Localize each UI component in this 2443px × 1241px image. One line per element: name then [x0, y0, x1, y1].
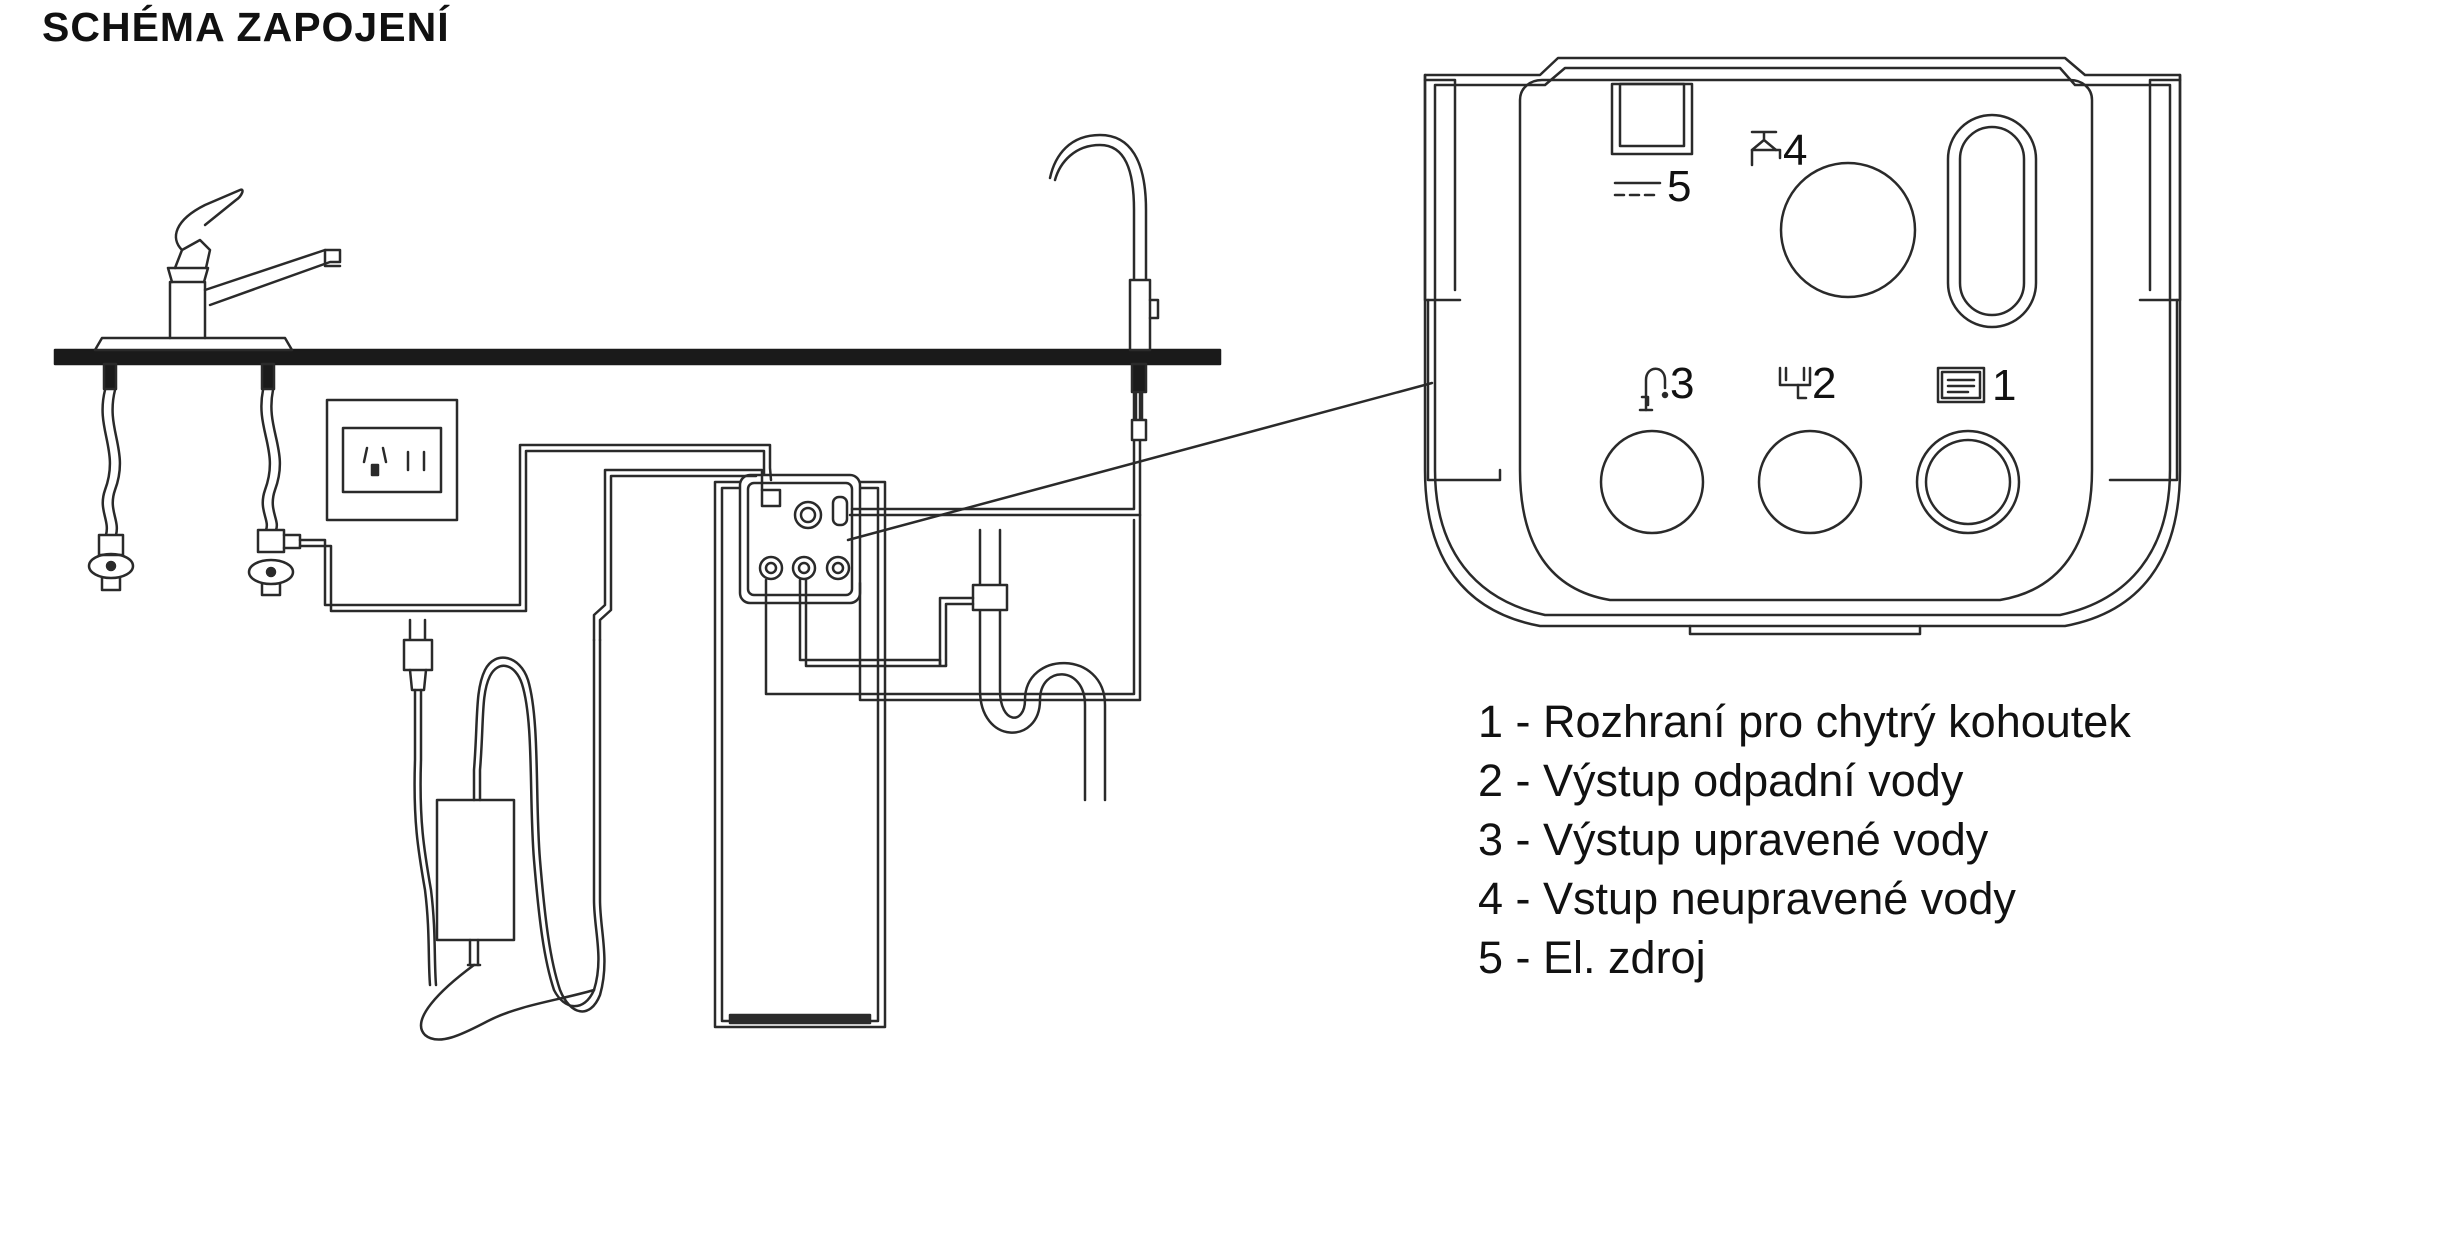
wall-socket: [325, 398, 459, 522]
legend-item: 5 - El. zdroj: [1478, 928, 2131, 987]
countertop: [53, 348, 1222, 366]
pipes-and-cables: [298, 363, 1142, 702]
purifier-unit: [713, 473, 887, 1029]
port-4-circle: [1779, 161, 1917, 299]
port-5-label: 5: [1667, 162, 1691, 211]
mixer-tap: [93, 188, 342, 352]
legend-text: Rozhraní pro chytrý kohoutek: [1543, 696, 2131, 747]
mixer-hoses: [87, 362, 302, 597]
sink-drain: [938, 528, 1107, 802]
legend: 1 - Rozhraní pro chytrý kohoutek 2 - Výs…: [1478, 692, 2131, 987]
purified-faucet-icon: [1638, 367, 1669, 412]
legend-number: 5: [1478, 932, 1504, 983]
legend-separator: -: [1503, 932, 1544, 983]
dc-power-icon: [1613, 181, 1662, 197]
legend-number: 1: [1478, 696, 1504, 747]
legend-item: 1 - Rozhraní pro chytrý kohoutek: [1478, 692, 2131, 751]
legend-number: 2: [1478, 755, 1504, 806]
port-2-label: 2: [1812, 359, 1836, 408]
page-title: SCHÉMA ZAPOJENÍ: [42, 4, 450, 50]
legend-text: Vstup neupravené vody: [1543, 873, 2016, 924]
port-slot-oval: [1946, 113, 2038, 329]
port-3-circle: [1599, 429, 1705, 535]
power-adapter: [402, 618, 606, 1041]
port-4-label: 4: [1783, 126, 1807, 175]
legend-separator: -: [1503, 755, 1544, 806]
display-panel-icon: [1936, 366, 1986, 404]
legend-separator: -: [1503, 873, 1544, 924]
port-2-circle: [1757, 429, 1863, 535]
drain-trap-icon: [1778, 366, 1812, 400]
port-3-label: 3: [1670, 359, 1694, 408]
legend-number: 3: [1478, 814, 1504, 865]
filtered-faucet: [1048, 133, 1160, 442]
legend-item: 4 - Vstup neupravené vody: [1478, 869, 2131, 928]
legend-item: 2 - Výstup odpadní vody: [1478, 751, 2131, 810]
legend-separator: -: [1503, 696, 1544, 747]
port-1-label: 1: [1992, 361, 2016, 410]
tap-inlet-icon: [1750, 130, 1782, 167]
legend-separator: -: [1503, 814, 1544, 865]
legend-item: 3 - Výstup upravené vody: [1478, 810, 2131, 869]
callout-line: [846, 381, 1434, 542]
legend-text: El. zdroj: [1543, 932, 1706, 983]
legend-text: Výstup upravené vody: [1543, 814, 1989, 865]
legend-number: 4: [1478, 873, 1504, 924]
legend-text: Výstup odpadní vody: [1543, 755, 1964, 806]
port-1-circle: [1915, 429, 2021, 535]
connector-panel: 5 4 3 2 1: [1423, 56, 2182, 636]
